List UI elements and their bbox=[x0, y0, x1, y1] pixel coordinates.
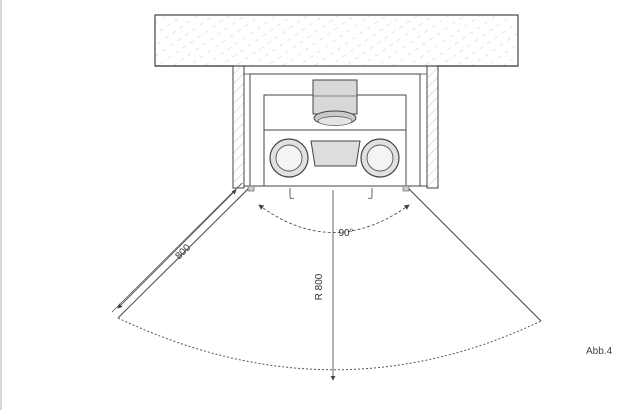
figure-label: Abb.4 bbox=[586, 346, 613, 357]
flue-pipe bbox=[312, 79, 358, 126]
control-box bbox=[310, 140, 361, 167]
side-length-label: 800 bbox=[173, 242, 193, 262]
angle-dimension: 90° bbox=[258, 204, 410, 239]
radius-dimension: R 800 bbox=[314, 190, 336, 381]
side-length-dimension: 800 bbox=[111, 182, 243, 313]
right-port bbox=[360, 138, 400, 178]
angle-label: 90° bbox=[338, 228, 353, 239]
radius-label: R 800 bbox=[314, 273, 325, 300]
wall-slab bbox=[154, 14, 519, 67]
left-port bbox=[269, 138, 309, 178]
appliance-feet bbox=[244, 185, 427, 200]
clearance-sector bbox=[117, 188, 542, 371]
